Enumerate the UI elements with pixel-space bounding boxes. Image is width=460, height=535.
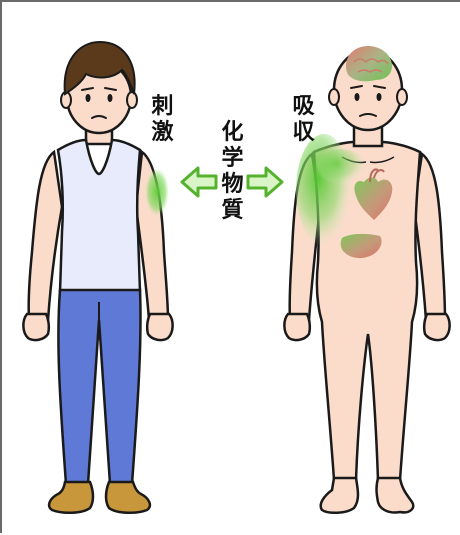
right-shoe [106, 482, 150, 513]
skin-contact-patch [145, 168, 169, 216]
absorption-char-2: 収 [291, 120, 317, 146]
left-person-right-hand [23, 314, 48, 340]
stimulus-char-1: 刺 [150, 94, 176, 120]
chemical-char-3: 物 [220, 172, 246, 198]
left-person-right-arm [29, 152, 62, 320]
chemical-char-4: 質 [220, 198, 246, 224]
absorption-label: 吸 収 [291, 94, 317, 146]
left-person-left-hand [147, 314, 172, 340]
chemical-char-1: 化 [220, 120, 246, 146]
tank-top [58, 140, 140, 292]
absorption-char-1: 吸 [291, 94, 317, 120]
stimulus-char-2: 激 [150, 120, 176, 146]
right-arrow-icon [248, 168, 282, 196]
left-shoe [49, 482, 93, 513]
stimulus-label: 刺 激 [150, 94, 176, 146]
chemical-substance-label: 化 学 物 質 [220, 120, 246, 224]
left-arrow-icon [182, 168, 216, 196]
chemical-char-2: 学 [220, 146, 246, 172]
brain-organ [346, 46, 392, 81]
